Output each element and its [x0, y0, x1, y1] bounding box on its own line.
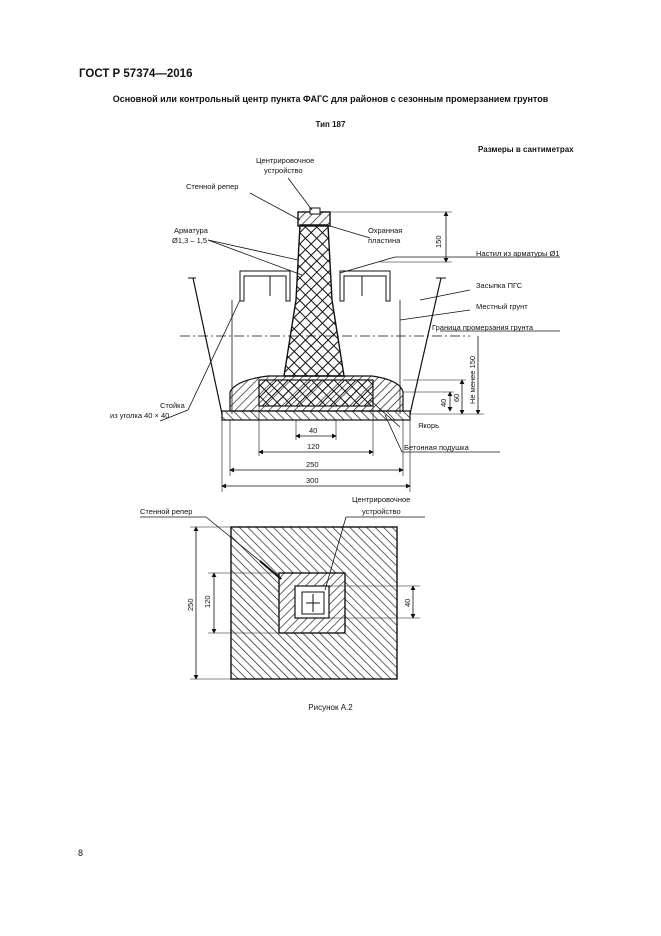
dim-40-horizontal: 40: [309, 426, 317, 435]
plan-label-centering-1: Центрировочное: [352, 495, 410, 504]
label-post-1: Стойка: [160, 401, 186, 410]
label-protective-plate-1: Охранная: [368, 226, 402, 235]
dim-300: 300: [306, 476, 319, 485]
label-rebar-2: Ø1,3 – 1,5: [172, 236, 207, 245]
label-post-2: из уголка 40 × 40: [110, 411, 169, 420]
section-view: Центрировочное устройство Стенной репер …: [110, 156, 560, 492]
label-centering-device-2: устройство: [264, 166, 303, 175]
pillar: [283, 224, 345, 377]
plan-label-wall-benchmark: Стенной репер: [140, 507, 192, 516]
label-rebar-1: Арматура: [174, 226, 209, 235]
dim-60: 60: [452, 394, 461, 402]
figure-type: Тип 187: [315, 120, 346, 129]
page-number: 8: [78, 848, 84, 858]
label-fill: Засыпка ПГС: [476, 281, 523, 290]
label-centering-device-1: Центрировочное: [256, 156, 314, 165]
dim-120: 120: [307, 442, 320, 451]
concrete-pad: [221, 410, 411, 421]
units-note: Размеры в сантиметрах: [478, 145, 574, 154]
dim-250: 250: [306, 460, 319, 469]
label-frost-line: Граница промерзания грунта: [432, 323, 534, 332]
label-wall-benchmark: Стенной репер: [186, 182, 238, 191]
label-concrete-pad: Бетонная подушка: [404, 443, 470, 452]
plan-view: Стенной репер Центрировочное устройство …: [140, 495, 425, 680]
document-header: ГОСТ Р 57374—2016: [79, 68, 193, 80]
label-rebar-cover: Настил из арматуры Ø1: [476, 249, 559, 258]
dim-top-height: 150: [434, 235, 443, 248]
label-protective-plate-2: пластина: [368, 236, 401, 245]
dim-depth-below-frost: Не менее 150: [468, 356, 477, 404]
figure-title: Основной или контрольный центр пункта ФА…: [112, 94, 549, 104]
label-local-soil: Местный грунт: [476, 302, 528, 311]
plan-dim-40: 40: [403, 599, 412, 607]
dim-40-vertical: 40: [439, 399, 448, 407]
label-anchor: Якорь: [418, 421, 439, 430]
plan-dim-250: 250: [186, 598, 195, 611]
plan-dim-120: 120: [203, 595, 212, 608]
anchor-block: [258, 379, 374, 407]
figure-caption: Рисунок А.2: [308, 703, 353, 712]
plan-label-centering-2: устройство: [362, 507, 401, 516]
